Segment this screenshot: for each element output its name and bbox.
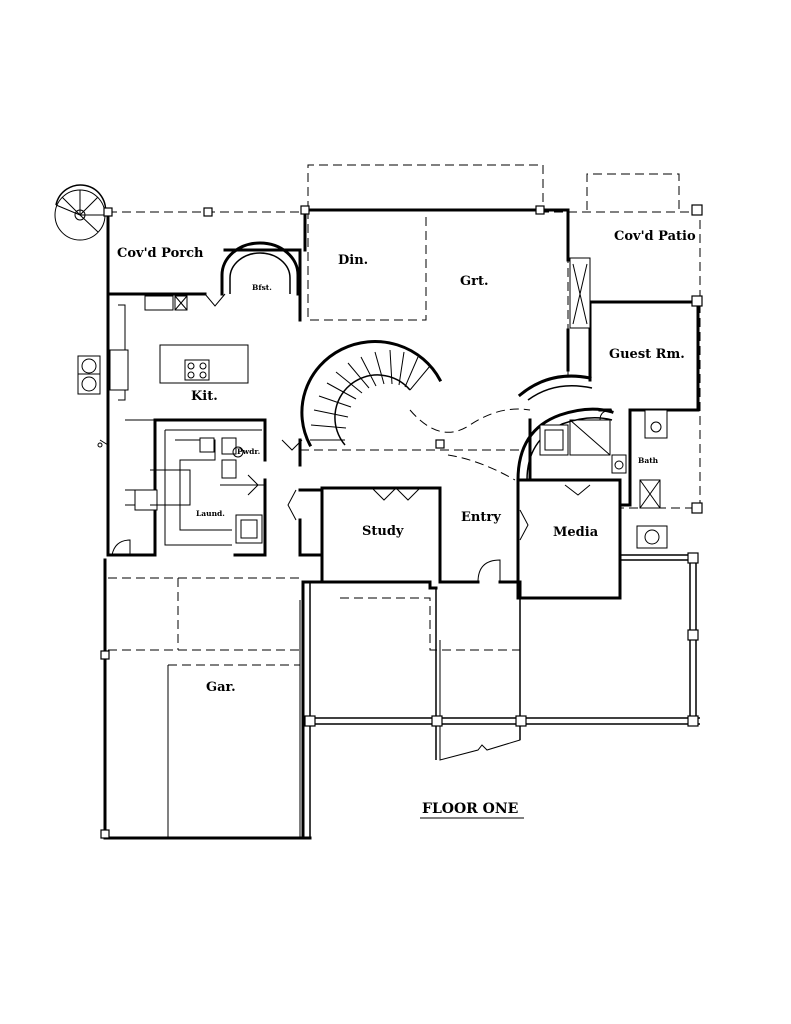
- kitchen-fixtures: [77, 293, 249, 511]
- label-covd-patio: Cov'd Patio: [614, 229, 696, 244]
- walls: [103, 208, 700, 840]
- spiral-stair: [54, 184, 107, 241]
- door-swings: [97, 439, 529, 583]
- label-guest-rm: Guest Rm.: [609, 347, 685, 362]
- laundry-fixtures: [111, 429, 265, 556]
- bath-fixtures: [539, 257, 668, 509]
- label-laund: Laund.: [196, 509, 225, 518]
- garage-details: [167, 525, 700, 838]
- label-study: Study: [362, 524, 404, 539]
- curved-walls: [220, 241, 614, 482]
- plan-title-group: FLOOR ONE: [420, 801, 524, 819]
- label-gar: Gar.: [206, 680, 236, 695]
- label-media: Media: [553, 525, 599, 540]
- label-pwdr: Pwdr.: [237, 447, 260, 456]
- label-kit: Kit.: [191, 389, 218, 404]
- room-labels: Cov'd Porch Bfst. Din. Grt. Cov'd Patio …: [117, 229, 696, 695]
- dashed-outlines: [108, 164, 701, 666]
- curved-stair: [300, 340, 443, 448]
- label-din: Din.: [338, 253, 368, 268]
- plan-title: FLOOR ONE: [422, 801, 518, 817]
- label-bath: Bath: [638, 456, 659, 465]
- label-grt: Grt.: [460, 274, 488, 289]
- label-entry: Entry: [461, 510, 501, 525]
- columns: [100, 204, 703, 839]
- label-covd-porch: Cov'd Porch: [117, 246, 204, 261]
- label-bfst: Bfst.: [252, 283, 272, 292]
